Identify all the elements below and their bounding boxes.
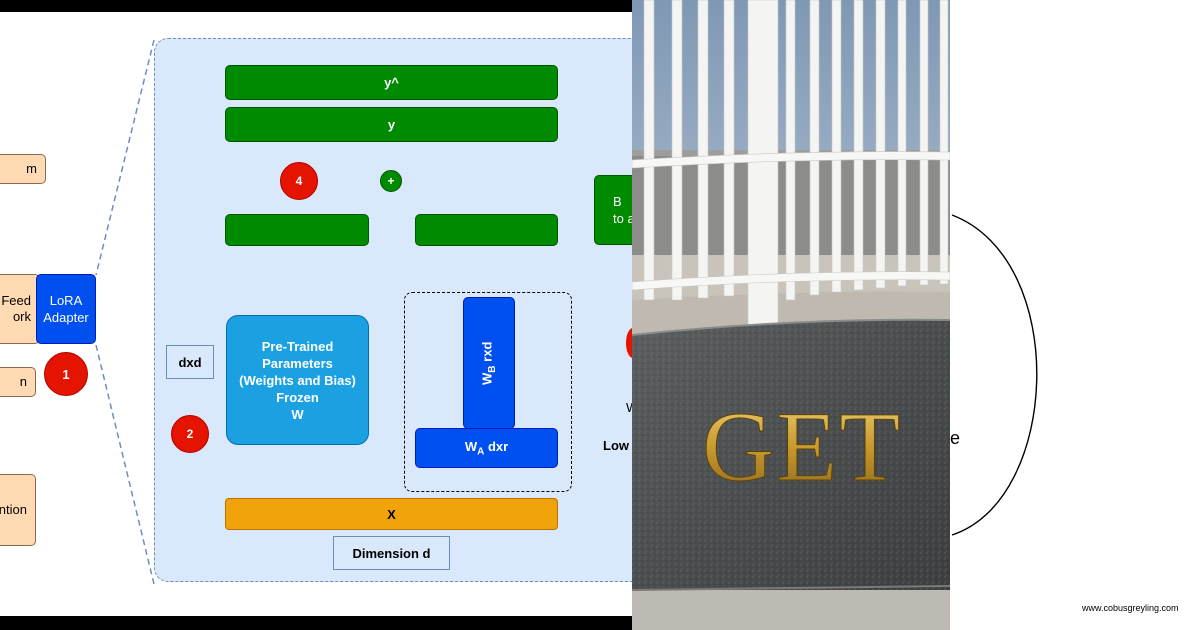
site-watermark: www.cobusgreyling.com — [1082, 603, 1179, 613]
badge-4-label: 4 — [295, 174, 303, 188]
feed-forward-block: Feed ork — [0, 274, 40, 344]
norm-block-top-label: m — [26, 161, 37, 176]
y-hat-label: y^ — [384, 75, 399, 90]
cutoff-green-box: B to a — [594, 175, 632, 245]
diagram-canvas: m Feed ork LoRA Adapter n ntion 1 y^ y 4… — [0, 12, 632, 616]
right-partial-letter: e — [950, 428, 961, 448]
wb-label: WB rxd — [479, 341, 499, 385]
frozen-output-box — [225, 214, 369, 246]
right-arc — [951, 214, 1038, 536]
dimension-note: Dimension d — [333, 536, 450, 570]
monument-photo-drawing: GET — [632, 0, 950, 630]
wa-label: WA dxr — [464, 438, 509, 458]
attention-block: ntion — [0, 474, 36, 546]
x-label: X — [387, 506, 396, 522]
cutoff-badge — [626, 328, 632, 358]
badge-2-label: 2 — [186, 427, 194, 441]
lora-adapter-block: LoRA Adapter — [36, 274, 96, 344]
dxd-note: dxd — [166, 345, 214, 379]
x-input-box: X — [225, 498, 558, 530]
cutoff-green-label: B to a — [613, 194, 632, 226]
low-rank-group — [404, 292, 572, 492]
badge-1: 1 — [44, 352, 88, 396]
cutoff-w-text: W — [626, 400, 632, 415]
badge-2: 2 — [171, 415, 209, 453]
lora-adapter-label: LoRA Adapter — [43, 293, 89, 325]
y-label: y — [387, 117, 396, 132]
dxd-label: dxd — [178, 354, 202, 370]
norm-block-bottom-label: n — [19, 374, 27, 389]
engraved-letters: GET — [702, 391, 902, 502]
pretrained-parameters-box: Pre-Trained Parameters (Weights and Bias… — [226, 315, 369, 445]
norm-block-bottom: n — [0, 367, 36, 397]
attention-label: ntion — [0, 502, 27, 517]
cutoff-low-text: Low — [603, 438, 629, 453]
pretrained-label: Pre-Trained Parameters (Weights and Bias… — [239, 338, 356, 422]
y-box: y — [225, 107, 558, 142]
lora-diagram-panel: m Feed ork LoRA Adapter n ntion 1 y^ y 4… — [0, 0, 632, 630]
right-diagram-panel: e — [950, 0, 1200, 630]
wa-matrix-box: WA dxr — [415, 428, 558, 468]
y-hat-box: y^ — [225, 65, 558, 100]
zoom-trapezoid — [95, 39, 155, 585]
monument-photo: GET — [632, 0, 950, 630]
adapter-output-box — [415, 214, 558, 246]
plus-node: + — [380, 170, 402, 192]
plus-label: + — [387, 174, 395, 188]
wb-matrix-box: WB rxd — [463, 297, 515, 429]
dimension-label: Dimension d — [352, 545, 431, 561]
badge-1-label: 1 — [62, 366, 70, 382]
badge-4: 4 — [280, 162, 318, 200]
norm-block-top: m — [0, 154, 46, 184]
feed-forward-label: Feed ork — [1, 293, 31, 324]
